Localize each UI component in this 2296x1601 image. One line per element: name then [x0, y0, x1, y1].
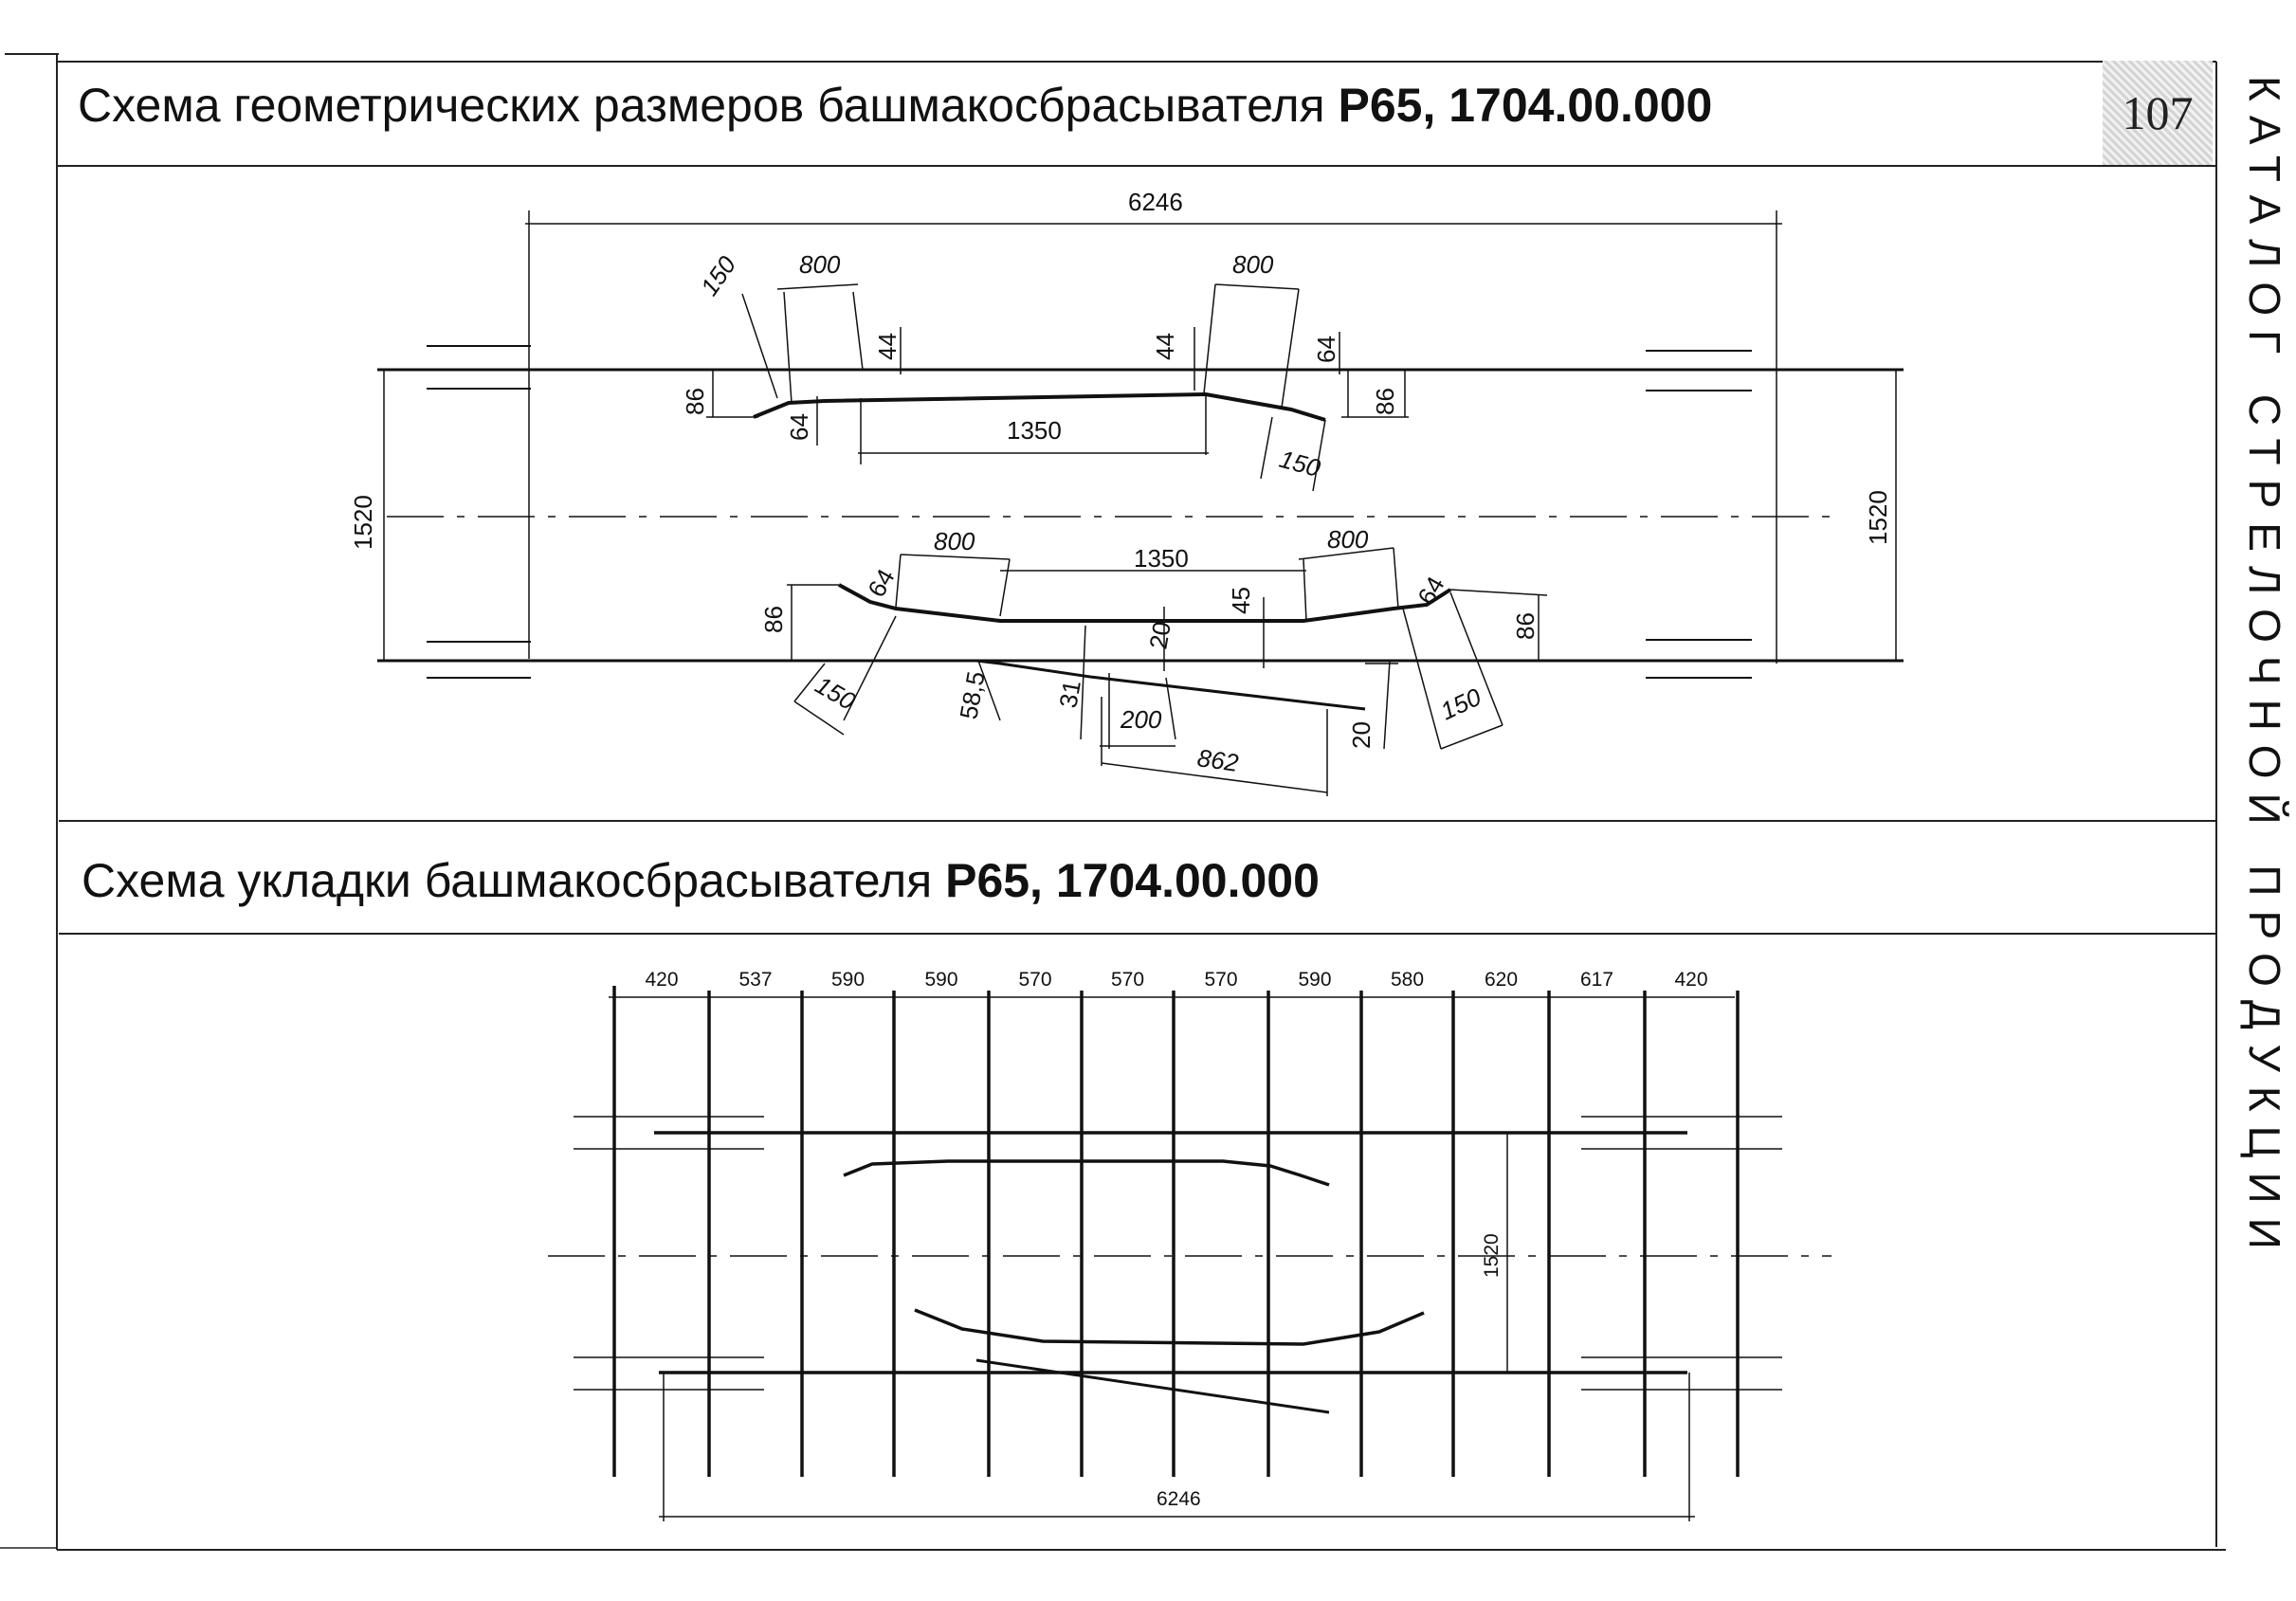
spacing-label: 570 — [1204, 969, 1237, 991]
laying-diagram — [548, 986, 1831, 1521]
sleepers — [612, 986, 1740, 1477]
shoe-bottom-deflector — [975, 659, 1366, 711]
shoe-top-profile — [753, 391, 1326, 422]
spacing-label: 420 — [1674, 969, 1707, 991]
dim-label: 64 — [1412, 572, 1449, 609]
dim-label: 1520 — [1864, 490, 1892, 545]
rail-stubs-2 — [574, 1116, 1782, 1391]
dim-label: 1350 — [1134, 544, 1189, 573]
rail-top — [377, 345, 1904, 391]
deflector-2 — [975, 1358, 1330, 1414]
dim-label: 44 — [873, 333, 902, 360]
geometry-labels: 6246 150 800 44 44 800 64 86 64 1350 86 … — [349, 188, 1892, 777]
title-text: Схема геометрических размеров башмакосбр… — [78, 79, 1339, 132]
title-model: Р65, 1704.00.000 — [1338, 79, 1713, 132]
dim-label: 64 — [1312, 336, 1340, 363]
dim-label: 86 — [1511, 612, 1540, 640]
title-model: Р65, 1704.00.000 — [945, 854, 1320, 907]
spacing-label: 420 — [645, 969, 678, 991]
dim-label: 862 — [1195, 743, 1241, 777]
dim-label: 31 — [1053, 678, 1086, 710]
top-dimensions — [706, 283, 1409, 492]
dim-label: 6246 — [1128, 188, 1183, 216]
dim-label: 1350 — [1007, 416, 1062, 445]
dim-label: 64 — [785, 413, 813, 441]
dim-gauge-left — [377, 369, 394, 662]
dim-label: 150 — [1436, 682, 1485, 726]
spacing-label: 570 — [1111, 969, 1144, 991]
spacing-labels: 420 537 590 590 570 570 570 590 580 620 617 420 — [645, 969, 1707, 991]
title-text: Схема укладки башмакосбрасывателя — [82, 854, 946, 907]
dim-overall — [525, 210, 1782, 664]
dim-label: 86 — [759, 606, 788, 633]
dim-label: 45 — [1227, 587, 1255, 614]
dim-label: 150 — [1276, 445, 1323, 482]
dim-label: 200 — [1120, 705, 1162, 734]
dim-label: 800 — [1327, 525, 1369, 554]
section-title-geometry: Схема геометрических размеров башмакосбр… — [78, 78, 1712, 133]
overall-label-2: 6246 — [1157, 1488, 1201, 1510]
section-title-laying: Схема укладки башмакосбрасывателя Р65, 1… — [82, 853, 1320, 908]
dim-label: 800 — [1232, 250, 1274, 279]
page-frame — [0, 53, 2226, 1551]
geometry-diagram — [377, 210, 1904, 796]
dim-label: 44 — [1151, 333, 1179, 360]
spacing-label: 590 — [924, 969, 957, 991]
dim-label: 150 — [695, 250, 742, 300]
spacing-label: 570 — [1018, 969, 1051, 991]
spacing-label: 580 — [1391, 969, 1424, 991]
page-number: 107 — [2103, 61, 2213, 165]
rail-bottom — [377, 639, 1904, 679]
dim-label: 58,5 — [954, 669, 990, 721]
dim-label: 86 — [1371, 388, 1399, 415]
overall-dim-2 — [659, 1373, 1695, 1521]
dim-label: 800 — [799, 250, 841, 279]
shoe-bottom-2 — [914, 1308, 1425, 1346]
spacing-label: 590 — [1298, 969, 1331, 991]
spacing-label: 590 — [831, 969, 865, 991]
spacing-label: 620 — [1485, 969, 1518, 991]
shoe-bottom-profile — [838, 583, 1452, 623]
gauge-label-2: 1520 — [1481, 1233, 1503, 1278]
dim-label: 800 — [934, 527, 975, 555]
dim-label: 20 — [1143, 619, 1176, 651]
spacing-label: 537 — [738, 969, 772, 991]
dim-label: 64 — [862, 564, 900, 602]
dim-label: 20 — [1347, 721, 1376, 749]
spacing-label: 617 — [1580, 969, 1613, 991]
dim-label: 1520 — [349, 495, 377, 550]
shoe-top-2 — [843, 1159, 1330, 1187]
dim-label: 150 — [811, 670, 861, 716]
dim-label: 86 — [681, 388, 709, 415]
bottom-dimensions — [787, 547, 1548, 796]
catalog-sidebar-label: КАТАЛОГ СТРЕЛОЧНОЙ ПРОДУКЦИИ — [2240, 76, 2289, 1264]
